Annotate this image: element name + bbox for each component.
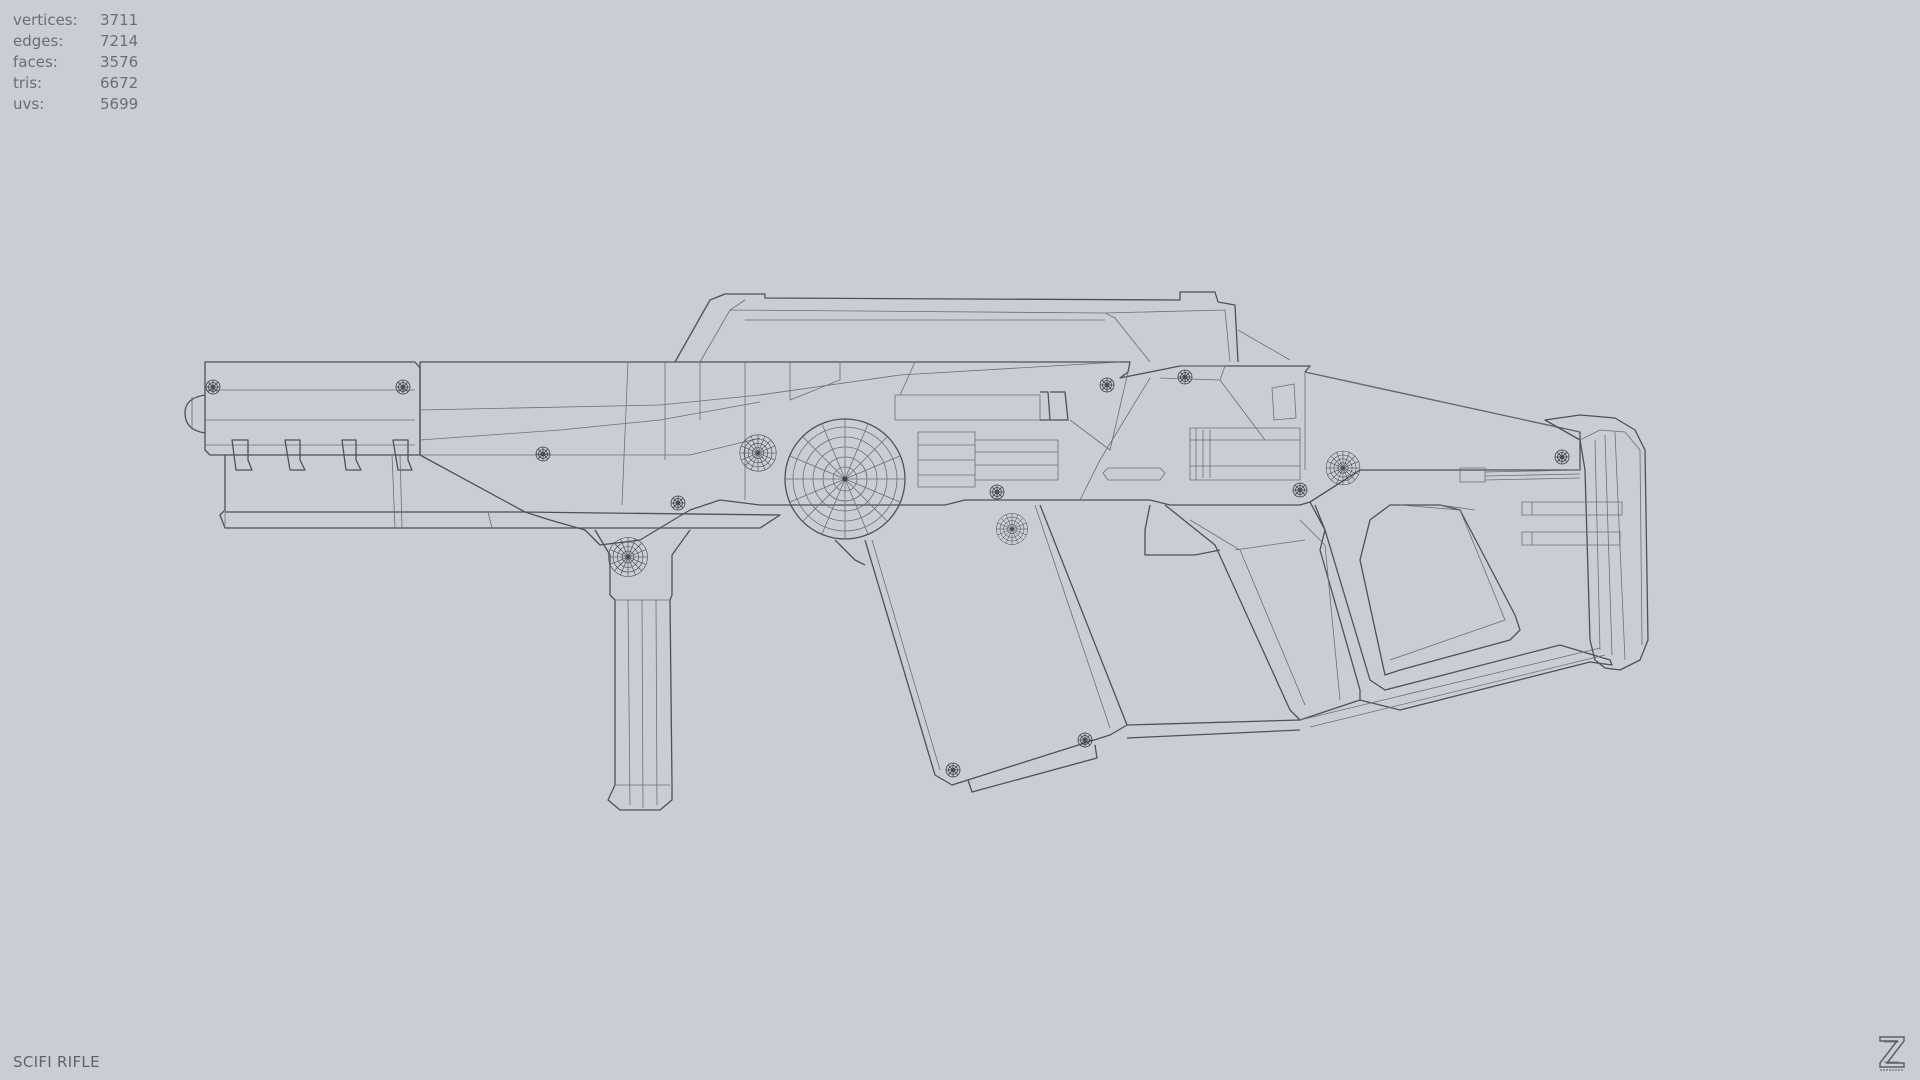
- fore-grip: [594, 529, 691, 811]
- stat-label: uvs:: [13, 95, 45, 113]
- magazine: [834, 504, 1128, 793]
- mesh-stats-panel: vertices: 3711 edges: 7214 faces: 3576 t…: [13, 10, 138, 115]
- stat-value: 6672: [100, 74, 139, 92]
- stat-label: vertices:: [13, 11, 78, 29]
- stat-label: edges:: [13, 32, 64, 50]
- stat-label: tris:: [13, 74, 43, 92]
- stat-value: 3576: [100, 53, 139, 71]
- receiver-cylinders: [917, 383, 1581, 488]
- stat-faces: faces: 3576: [13, 52, 138, 73]
- stat-value: 5699: [100, 95, 139, 113]
- z-logo-icon: [1879, 1036, 1905, 1071]
- carry-handle: [674, 291, 1291, 363]
- stat-vertices: vertices: 3711: [13, 10, 138, 31]
- lower-rail: [219, 454, 781, 529]
- stat-value: 3711: [100, 11, 139, 29]
- screws: [205, 369, 1570, 778]
- model-title: SCIFI RIFLE: [13, 1053, 100, 1071]
- stat-value: 7214: [100, 32, 139, 50]
- receiver: [419, 361, 1581, 546]
- muzzle-block: [184, 361, 421, 471]
- stat-edges: edges: 7214: [13, 31, 138, 52]
- butt-pad: [1521, 414, 1649, 671]
- rifle-model[interactable]: [184, 291, 1649, 811]
- stat-uvs: uvs: 5699: [13, 94, 138, 115]
- stat-label: faces:: [13, 53, 58, 71]
- stat-tris: tris: 6672: [13, 73, 138, 94]
- pistol-grip: [1126, 504, 1361, 739]
- drum-disc: [784, 418, 906, 540]
- stock-frame: [1299, 469, 1613, 728]
